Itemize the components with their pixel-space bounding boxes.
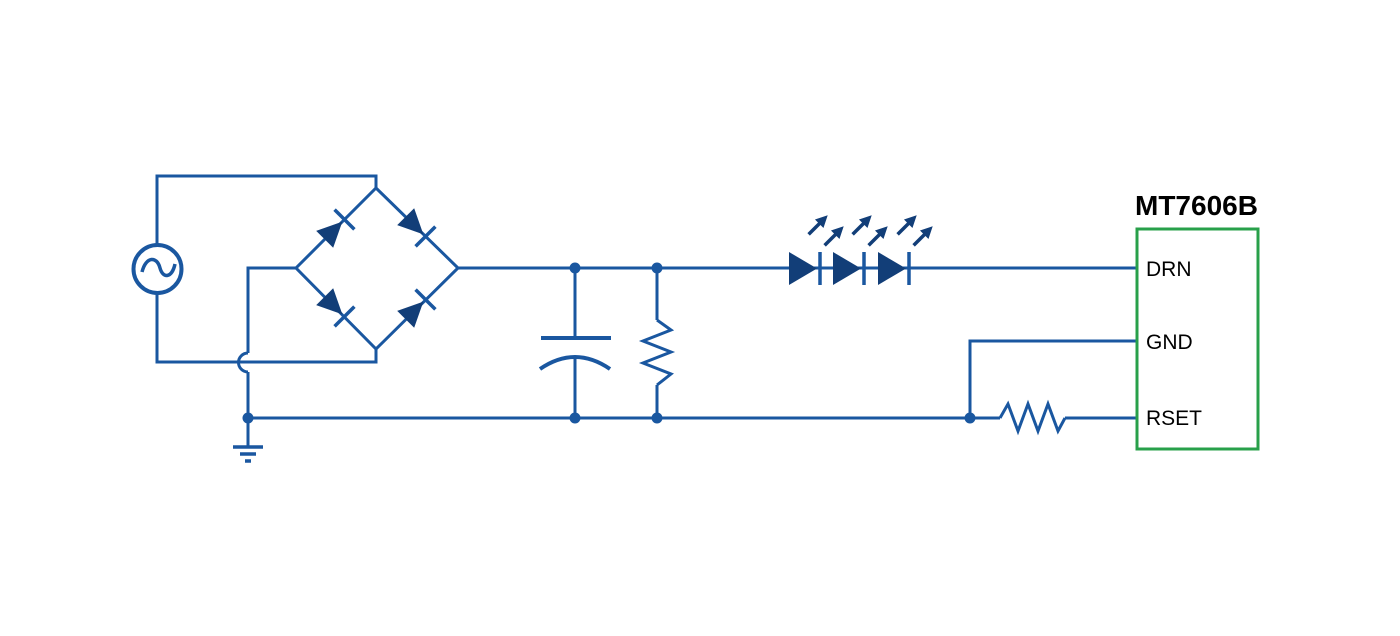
led-3-emission-arrows xyxy=(896,215,933,247)
led-2-emission-arrows xyxy=(851,215,888,247)
led-3-triangle xyxy=(878,252,906,285)
ic-mt7606b: MT7606B DRN GND RSET xyxy=(1135,190,1260,451)
ac-sine-icon xyxy=(140,257,177,278)
bridge-diamond xyxy=(293,185,461,352)
ic-title: MT7606B xyxy=(1135,190,1258,221)
wire-bridge-left-tap xyxy=(246,266,296,353)
ic-pin-label-drn: DRN xyxy=(1146,258,1192,281)
wires xyxy=(155,174,1137,420)
led-2-triangle xyxy=(833,252,861,285)
junction-dots xyxy=(242,262,976,424)
junction-dot xyxy=(651,412,663,424)
ic-pin-label-rset: RSET xyxy=(1146,407,1202,430)
wire-crossover-hop xyxy=(237,351,249,374)
rset-resistor-symbol xyxy=(998,399,1067,436)
bridge-diode-bottom-right xyxy=(397,288,437,328)
wire-source-to-bridge-bottom xyxy=(155,293,378,364)
junction-dot xyxy=(569,412,581,424)
parallel-resistor-symbol xyxy=(638,268,676,418)
ac-source-symbol xyxy=(131,243,184,295)
bridge-rectifier xyxy=(293,185,461,352)
bridge-diode-bottom-left xyxy=(316,288,356,328)
led-3 xyxy=(878,215,933,285)
junction-dot xyxy=(651,262,663,274)
filter-capacitor-symbol xyxy=(538,268,612,418)
resistor-zigzag xyxy=(638,318,676,387)
wire-source-to-bridge-top xyxy=(155,174,378,245)
led-1-emission-arrows xyxy=(807,215,844,247)
junction-dot xyxy=(964,412,976,424)
ic-pin-label-gnd: GND xyxy=(1146,331,1193,354)
junction-dot xyxy=(569,262,581,274)
led-1-triangle xyxy=(789,252,817,285)
bridge-diode-top-right xyxy=(397,208,437,248)
junction-dot xyxy=(242,412,254,424)
ac-source-circle xyxy=(131,243,184,295)
ground-symbol xyxy=(233,418,263,463)
led-string xyxy=(789,215,933,285)
bridge-diode-top-left xyxy=(316,208,356,248)
rset-resistor-zigzag xyxy=(998,399,1067,436)
wire-gnd-pin xyxy=(968,339,1137,418)
ic-box xyxy=(1135,227,1260,451)
